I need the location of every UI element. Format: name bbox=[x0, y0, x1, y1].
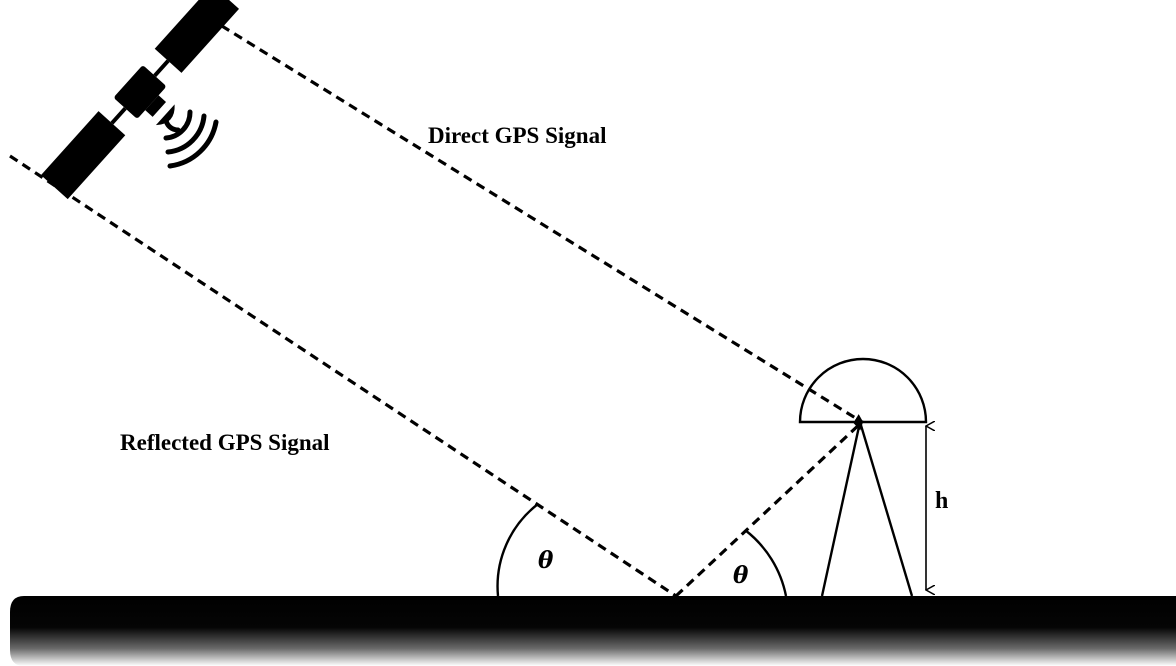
reflected-signal-outgoing-line bbox=[674, 420, 864, 598]
reflected-signal-label: Reflected GPS Signal bbox=[120, 430, 330, 455]
direct-signal-line bbox=[195, 8, 864, 424]
angle-arc-left bbox=[496, 503, 539, 597]
signal-waves-icon bbox=[163, 109, 219, 169]
angle-arc-right bbox=[744, 529, 788, 597]
antenna-leg-left bbox=[820, 421, 862, 597]
satellite-icon bbox=[40, 0, 240, 200]
antenna-dome bbox=[798, 357, 928, 424]
height-label: h bbox=[935, 488, 948, 514]
direct-signal-label: Direct GPS Signal bbox=[428, 123, 606, 148]
ground bbox=[10, 596, 1176, 666]
angle-label-right: θ bbox=[733, 562, 749, 589]
antenna bbox=[798, 357, 928, 597]
angle-label-left: θ bbox=[538, 547, 554, 574]
reflected-signal-incoming-line bbox=[9, 154, 677, 598]
antenna-leg-right bbox=[858, 421, 914, 597]
